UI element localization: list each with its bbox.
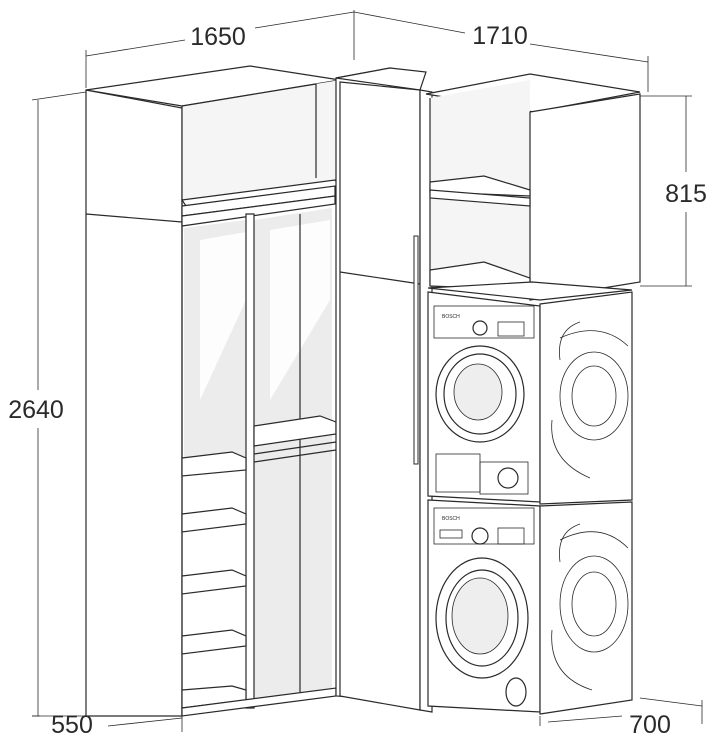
tall-door-cabinet: [335, 67, 433, 713]
upper-right-cabinet: [425, 73, 641, 301]
dimension-width-left: 1650: [190, 23, 246, 51]
dimension-width-right: 1710: [472, 22, 528, 50]
dimension-height-upper-cabinet: 815: [665, 180, 707, 208]
dryer-brand-logo: BOSCH: [442, 314, 460, 320]
dimension-height-total: 2640: [8, 396, 64, 424]
washer-brand-logo: BOSCH: [442, 516, 460, 522]
dryer-appliance: BOSCH: [427, 281, 633, 505]
corner-cabinet: [180, 80, 342, 717]
dimension-lines: [31, 10, 703, 732]
door-handle: [413, 235, 419, 465]
dimension-depth-right: 700: [629, 711, 671, 739]
dryer-side-pattern: [551, 321, 629, 479]
left-side-panel: [85, 65, 341, 717]
washer-program-knob: [471, 527, 489, 545]
dryer-program-knob: [472, 320, 488, 336]
washer-appliance: BOSCH: [427, 499, 633, 715]
washer-side-pattern: [551, 523, 629, 691]
